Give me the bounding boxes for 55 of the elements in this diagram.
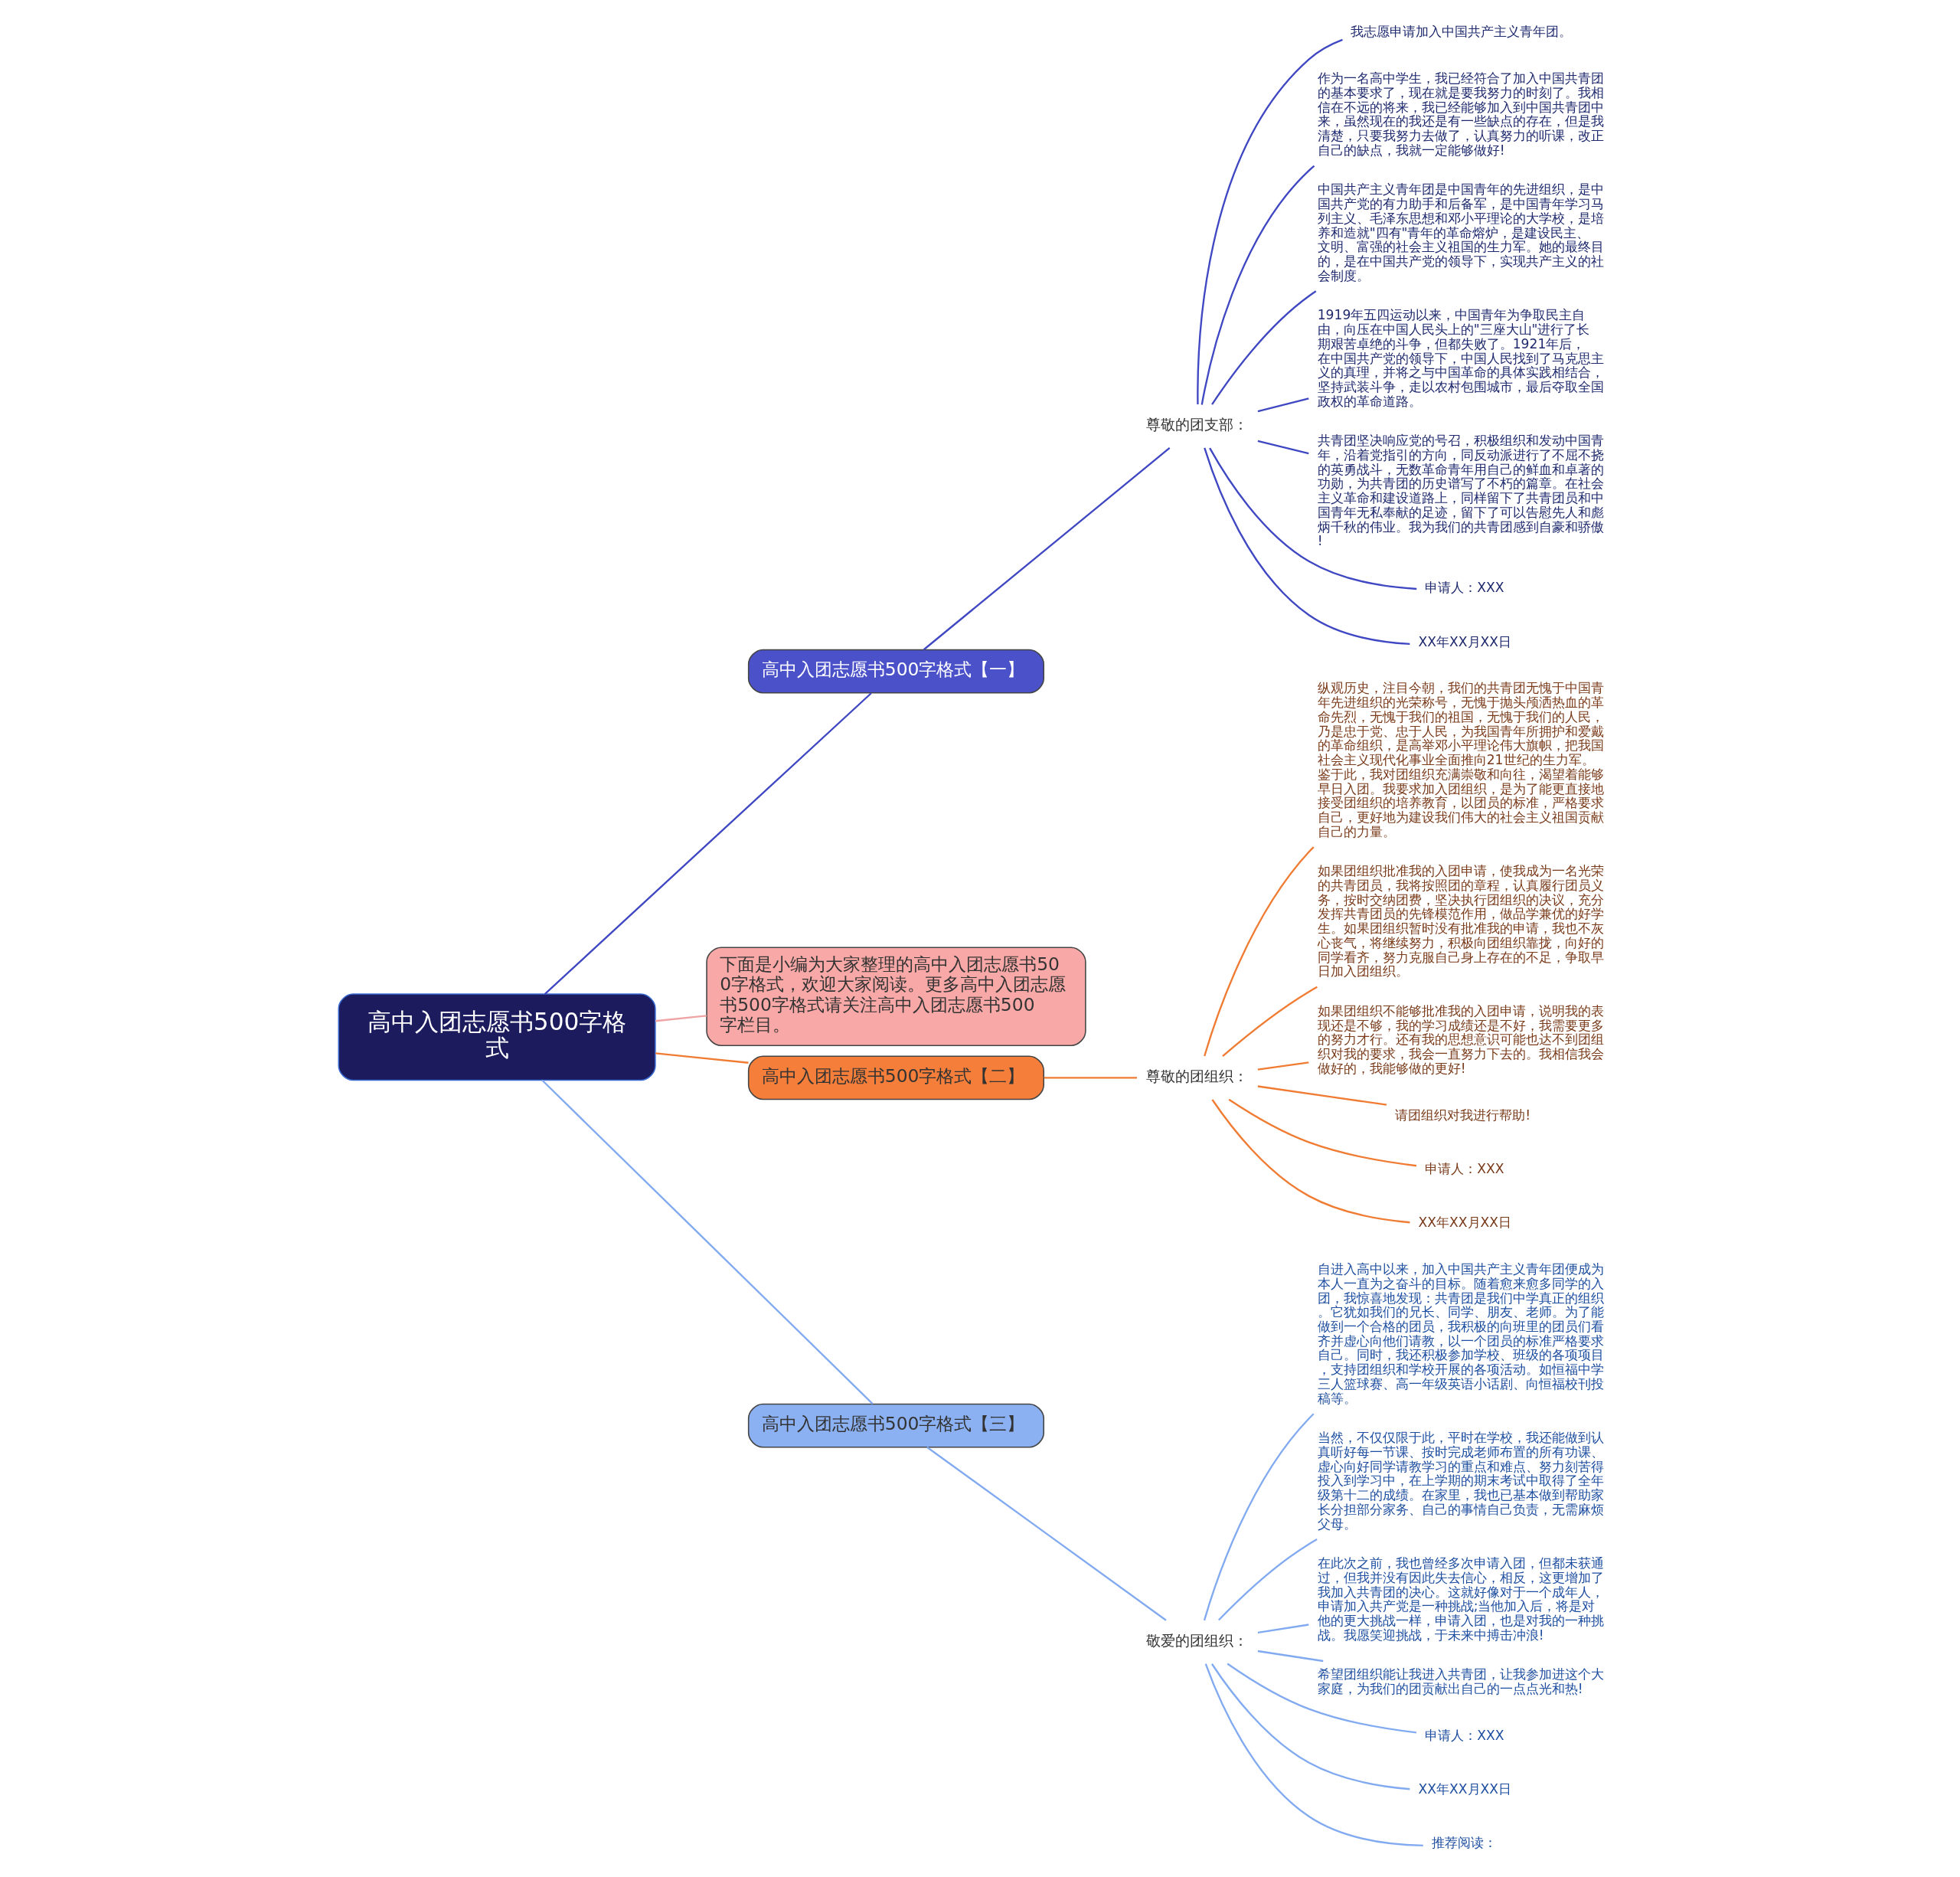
connector	[1257, 440, 1309, 455]
connector	[1196, 38, 1343, 405]
connector	[1257, 1624, 1308, 1634]
node-text: 尊敬的团组织：	[1145, 1068, 1248, 1085]
connector	[926, 1446, 1167, 1621]
connector	[1257, 1650, 1323, 1663]
node-text: 如果团组织批准我的入团申请，使我成为一名光荣的共青团员，我将按照团的章程，认真履行团员义务，按时交纳团费，坚决执行团组织的决议，充分发挥共青团员的先锋模范作用，做品学兼优的好学生。如果团组织暂时没有批准我的申请，我也不灰心丧气，将继续努力，积极向团组织靠拢，向好的同学看齐，努力克服自己身上存在的不足，争取早日加入团组织。	[1317, 863, 1604, 979]
node-text: 自进入高中以来，加入中国共产主义青年团便成为本人一直为之奋斗的目标。随着愈来愈多同学的入团，我惊喜地发现：共青团是我们中学真正的组织。它犹如我们的兄长、同学、朋友、老师。为了能做到一个合格的团员，我积极的向班里的团员们看齐并虚心向他们请教，以一个团员的标准严格要求自己。同时，我还积极参加学校、班级的各项项目，支持团组织和学校开展的各项活动。如恒福中学三人篮球赛、高一年级英语小话剧、向恒福校刊投稿等。	[1317, 1261, 1604, 1406]
node-text: 作为一名高中学生，我已经符合了加入中国共青团的基本要求了，现在就是要我努力的时刻了。我相信在不远的将来，我已经能够加入到中国共青团中来，虽然现在的我还是有一些缺点的存在，但是我清楚，只要我努力去做了，认真努力的听课，改正自己的缺点，我就一定能够做好!	[1317, 70, 1604, 158]
node-box: 高中入团志愿书500字格式【一】	[747, 649, 1044, 694]
connector	[1208, 447, 1416, 590]
connector	[1221, 986, 1318, 1057]
connector	[1210, 290, 1316, 405]
node-text: 共青团坚决响应党的号召，积极组织和发动中国青年，沿着党指引的方向，同反动派进行了不屈不挠的英勇战斗，无数革命青年用自己的鲜血和卓著的功勋，为共青团的历史谱写了不朽的篇章。在社会主义革命和建设道路上，同样留下了共青团员和中国青年无私奉献的足迹，留下了可以告慰先人和彪炳千秋的伟业。我为我们的共青团感到自豪和骄傲!	[1317, 433, 1604, 549]
node-text: XX年XX月XX日	[1418, 633, 1511, 649]
node-text: 申请人：XXX	[1424, 1160, 1504, 1176]
node-text: 申请人：XXX	[1424, 1727, 1504, 1743]
node-text: XX年XX月XX日	[1418, 1781, 1511, 1797]
connector	[1227, 1663, 1416, 1734]
node-text: 敬爱的团组织：	[1145, 1632, 1248, 1649]
connector	[1203, 447, 1410, 646]
node-text: 我志愿申请加入中国共产主义青年团。	[1350, 24, 1572, 40]
connector	[1211, 1099, 1410, 1224]
connector	[1200, 165, 1315, 405]
node-text: 当然，不仅仅限于此，平时在学校，我还能做到认真听好每一节课、按时完成老师布置的所有功课、虚心向好同学请教学习的重点和难点、努力刻苦得投入到学习中，在上学期的期末考试中取得了全年级第十二的成绩。在家里，我也已基本做到帮助家长分担部分家务、自己的事情自己负责，无需麻烦父母。	[1317, 1430, 1604, 1532]
node-box: 高中入团志愿书500字格式【三】	[747, 1403, 1044, 1448]
node-text: 推荐阅读：	[1431, 1835, 1497, 1851]
connector	[1210, 1663, 1410, 1790]
connector	[1257, 1085, 1387, 1106]
connector	[655, 1052, 749, 1064]
connector	[1257, 397, 1309, 413]
connector	[544, 692, 872, 995]
node-text: 申请人：XXX	[1424, 580, 1504, 596]
connector	[1257, 1061, 1308, 1071]
connector	[1203, 1413, 1315, 1621]
node-text: 中国共产主义青年团是中国青年的先进组织，是中国共产党的有力助手和后备军，是中国青年学习马列主义、毛泽东思想和邓小平理论的大学校，是培养和造就"四有"青年的革命熔炉，是建设民主、文明、富强的社会主义祖国的生力军。她的最终目的，是在中国共产党的领导下，实现共产主义的社会制度。	[1317, 181, 1604, 283]
node-text: 1919年五四运动以来，中国青年为争取民主自由，向压在中国人民头上的"三座大山"进行了长期艰苦卓绝的斗争，但都失败了。1921年后，在中国共产党的领导下，中国人民找到了马克思主义的真理，并将之与中国革命的具体实践相结合，坚持武装斗争，走以农村包围城市，最后夺取全国政权的革命道路。	[1317, 307, 1604, 409]
node-box: 下面是小编为大家整理的高中入团志愿书500字格式，欢迎大家阅读。更多高中入团志愿书500字格式请关注高中入团志愿书500字栏目。	[705, 947, 1086, 1046]
node-text: 在此次之前，我也曾经多次申请入团，但都未获通过，但我并没有因此失去信心，相反，这更增加了我加入共青团的决心。这就好像对于一个成年人，申请加入共产党是一种挑战;当他加入后，将是对他的更大挑战一样，申请入团，也是对我的一种挑战。我愿笑迎挑战，于未来中搏击冲浪!	[1317, 1555, 1604, 1643]
node-text: 请团组织对我进行帮助!	[1394, 1107, 1530, 1123]
connector	[1228, 1098, 1416, 1167]
connector	[655, 1015, 707, 1022]
node-text: 希望团组织能让我进入共青团，让我参加进这个大家庭，为我们的团贡献出自己的一点点光和热!	[1317, 1666, 1604, 1696]
connector	[1203, 846, 1315, 1057]
node-text: 纵观历史，注目今朝，我们的共青团无愧于中国青年先进组织的光荣称号，无愧于抛头颅洒热血的革命先烈，无愧于我们的祖国，无愧于我们的人民，乃是忠于党、忠于人民，为我国青年所拥护和爱戴的革命组织，是高举邓小平理论伟大旗帜，把我国社会主义现代化事业全面推向21世纪的生力军。鉴于此，我对团组织充满崇敬和向往，渴望着能够早日入团。我要求加入团组织，是为了能更直接地接受团组织的培养教育，以团员的标准，严格要求自己，更好地为建设我们伟大的社会主义祖国贡献自己的力量。	[1317, 680, 1604, 839]
connector	[1217, 1538, 1318, 1621]
node-box: 高中入团志愿书500字格式【二】	[747, 1055, 1044, 1100]
connector	[1204, 1663, 1423, 1847]
node-text: 如果团组织不能够批准我的入团申请，说明我的表现还是不够，我的学习成绩还是不好，我需要更多的努力才行。还有我的思想意识可能也达不到团组织对我的要求，我会一直努力下去的。我相信我会做好的，我能够做的更好!	[1317, 1002, 1604, 1076]
connector	[541, 1079, 874, 1404]
node-text: XX年XX月XX日	[1418, 1215, 1511, 1231]
node-text: 尊敬的团支部：	[1145, 417, 1248, 433]
node-box: 高中入团志愿书500字格式	[337, 993, 656, 1081]
connector	[1044, 1077, 1137, 1079]
connector	[923, 447, 1170, 651]
